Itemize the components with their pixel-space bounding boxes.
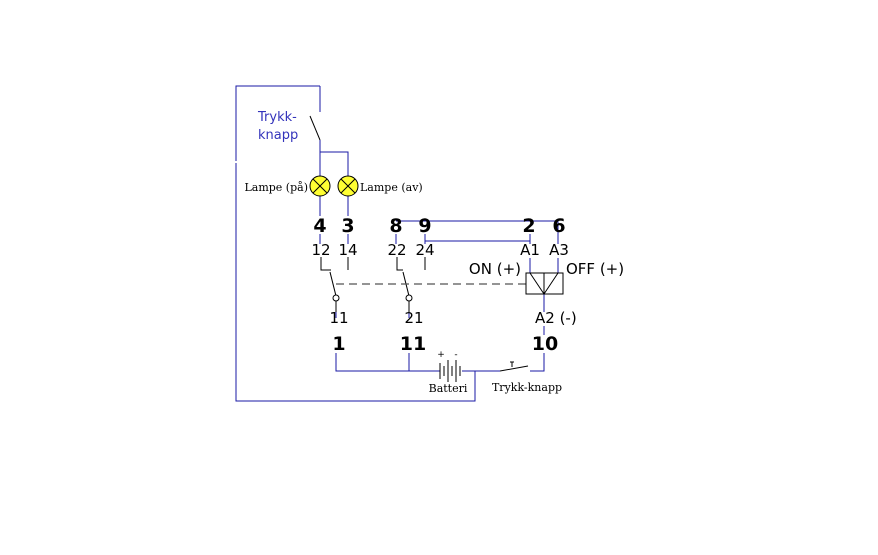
contact-1-lever [329, 271, 337, 297]
pin-A3: A3 [549, 241, 569, 259]
wire-outer-bottom [235, 163, 476, 402]
lamp-off: Lampe (av) [337, 175, 423, 197]
contact-2-pivot [405, 294, 413, 302]
battery-minus: - [454, 350, 457, 360]
relay-contact-1 [320, 257, 349, 312]
wire-top-left [235, 85, 320, 161]
pushbutton-bottom-label: Trykk-knapp [492, 381, 562, 394]
terminal-numbers: 4 3 8 9 2 6 1 11 10 [313, 215, 565, 355]
pushbutton-top-contact [309, 115, 321, 141]
pushbutton-top: Trykk- knapp [257, 110, 321, 143]
pushbutton-bottom-contact [499, 365, 529, 372]
wire-bottom-left [335, 353, 440, 372]
pin-11: 11 [329, 309, 348, 327]
terminal-4: 4 [313, 215, 326, 237]
pushbutton-top-label-2: knapp [258, 128, 298, 143]
pushbutton-top-label-1: Trykk- [257, 110, 297, 125]
coil-off-label: OFF (+) [566, 260, 624, 278]
coil-on-label: ON (+) [469, 260, 521, 278]
terminal-3: 3 [341, 215, 354, 237]
pushbutton-bottom: Trykk-knapp [492, 361, 562, 394]
contact-2-nc-stub [396, 257, 403, 271]
wires [235, 85, 559, 402]
lamp-on: Lampe (på) [244, 175, 331, 197]
lamp-on-label: Lampe (på) [244, 181, 308, 194]
terminal-9: 9 [418, 215, 431, 237]
terminal-10: 10 [532, 333, 558, 355]
lamp-off-label: Lampe (av) [360, 181, 423, 194]
battery-plus: + [437, 350, 445, 360]
relay-coil: ON (+) OFF (+) [469, 260, 624, 295]
pin-14: 14 [338, 241, 357, 259]
contact-1-nc-stub [320, 257, 331, 271]
pin-21: 21 [404, 309, 423, 327]
battery-label: Batteri [429, 382, 468, 395]
pin-A1: A1 [520, 241, 540, 259]
terminal-8: 8 [389, 215, 402, 237]
terminal-11: 11 [400, 333, 426, 355]
contact-1-pivot [332, 294, 340, 302]
pin-labels: 12 14 22 24 A1 A3 11 21 A2 (-) [311, 241, 576, 327]
pin-A2: A2 (-) [535, 309, 577, 327]
wire-button-to-10 [530, 353, 545, 372]
terminal-1: 1 [332, 333, 345, 355]
wire-split-to-lamp-off [320, 151, 349, 176]
pin-12: 12 [311, 241, 330, 259]
pin-22: 22 [387, 241, 406, 259]
battery: + - Batteri [429, 350, 468, 395]
terminal-6: 6 [552, 215, 565, 237]
terminal-2: 2 [522, 215, 535, 237]
pin-24: 24 [415, 241, 434, 259]
